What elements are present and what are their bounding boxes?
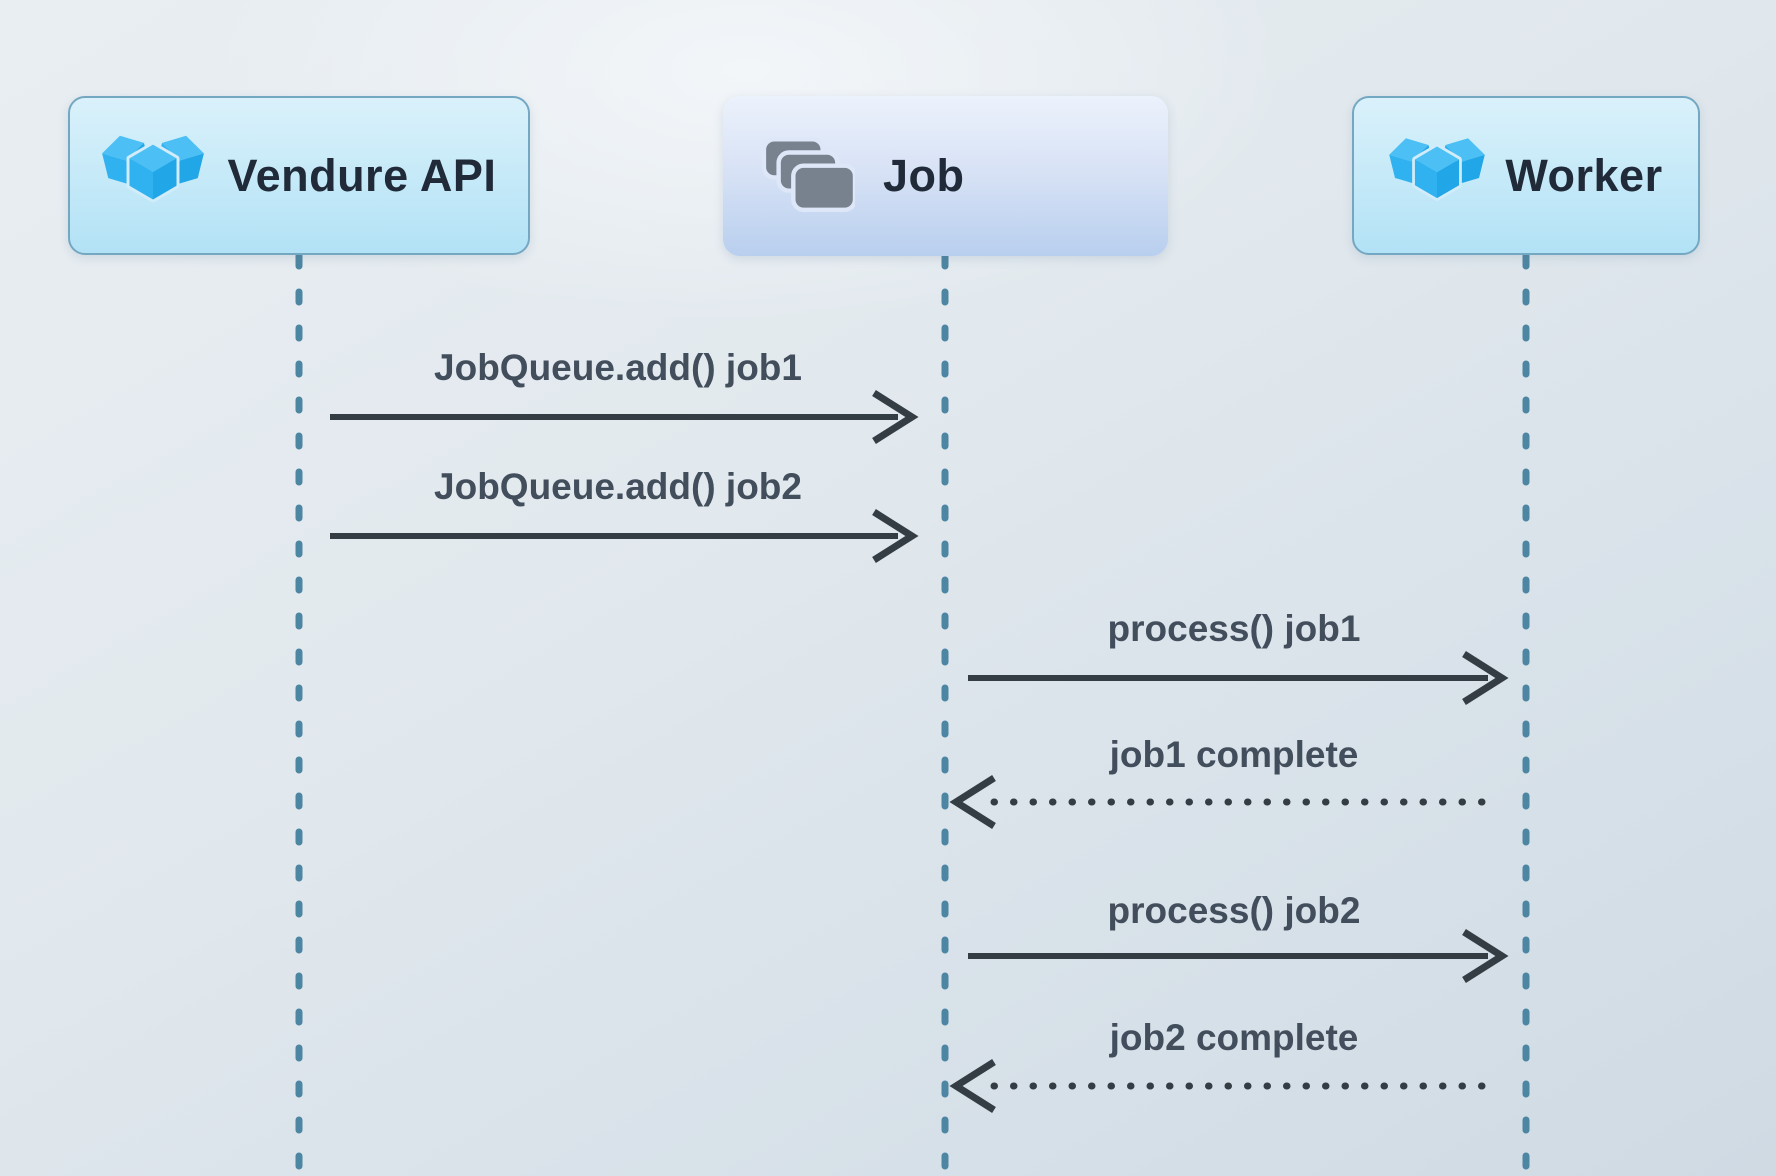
participant-label: Vendure API — [227, 149, 497, 201]
message-label-process-job2: process() job2 — [1107, 890, 1361, 931]
arrowhead-right-icon — [872, 390, 919, 444]
arrow-jobqueue-add-job2 — [330, 509, 919, 563]
vendure-logo-icon — [1389, 130, 1486, 222]
message-label-process-job1: process() job1 — [1107, 608, 1361, 649]
message-label-job1-complete: job1 complete — [1109, 734, 1359, 775]
arrowhead-left-icon — [949, 775, 996, 829]
arrowhead-right-icon — [872, 509, 919, 563]
arrowhead-left-icon — [949, 1059, 996, 1113]
arrow-process-job2 — [968, 929, 1509, 983]
vendure-logo-icon — [101, 127, 204, 225]
message-label-jobqueue-add-job2: JobQueue.add() job2 — [434, 466, 802, 507]
arrow-process-job1 — [968, 651, 1509, 705]
participant-vendure-api: Vendure API — [68, 96, 530, 255]
message-label-job2-complete: job2 complete — [1109, 1017, 1359, 1058]
arrowhead-right-icon — [1462, 929, 1509, 983]
message-label-jobqueue-add-job1: JobQueue.add() job1 — [434, 347, 802, 388]
arrowhead-right-icon — [1462, 651, 1509, 705]
participant-label: Worker — [1505, 149, 1663, 201]
arrow-jobqueue-add-job1 — [330, 390, 919, 444]
arrow-job2-complete — [949, 1059, 1494, 1113]
participant-label: Job — [883, 150, 965, 201]
arrow-job1-complete — [949, 775, 1494, 829]
participant-job: Job — [723, 96, 1168, 256]
participant-worker: Worker — [1352, 96, 1700, 255]
stacked-cards-icon — [761, 136, 855, 216]
